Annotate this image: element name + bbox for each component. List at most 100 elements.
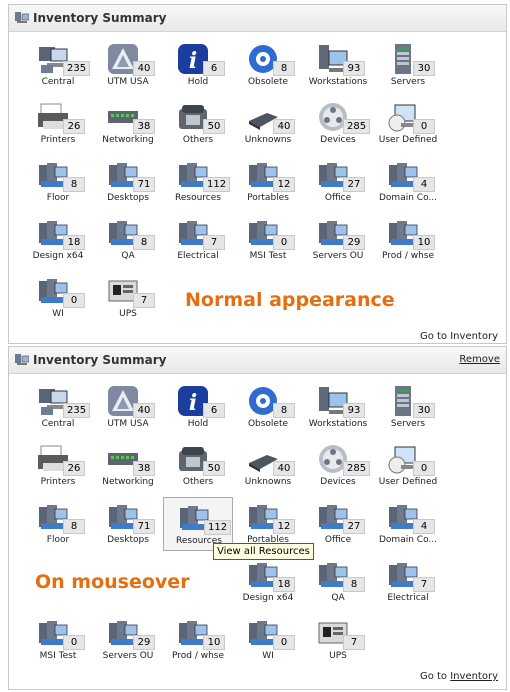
tile-count-badge: 0 <box>273 235 295 250</box>
panel-header: Inventory Summary <box>9 5 506 32</box>
panel-title: Inventory Summary <box>33 353 167 367</box>
server-monitor-icon <box>39 47 68 73</box>
tile-label: Office <box>324 193 352 203</box>
inventory-icon <box>15 12 29 23</box>
tile-label: Central <box>41 419 75 429</box>
tile-count-badge: 112 <box>204 520 232 535</box>
tile-label: MSI Test <box>249 251 287 261</box>
goto-inventory-link[interactable]: Inventory <box>450 671 498 682</box>
tile-count-badge: 71 <box>133 519 155 534</box>
tile-label: Servers OU <box>312 251 364 261</box>
remove-link[interactable]: Remove <box>459 354 500 365</box>
tile-label: Electrical <box>177 251 219 261</box>
tile-label: Central <box>41 77 75 87</box>
tile-count-badge: 285 <box>343 461 371 476</box>
tile-label: Design x64 <box>32 251 84 261</box>
group-computers-icon <box>109 621 138 645</box>
tile-count-badge: 40 <box>273 461 295 476</box>
ups-icon <box>108 280 138 302</box>
group-computers-icon <box>39 279 68 303</box>
group-computers-icon <box>249 621 278 645</box>
group-computers-icon <box>179 221 208 245</box>
tile-count-badge: 50 <box>203 461 225 476</box>
info-icon: i <box>178 386 208 416</box>
tile-count-badge: 0 <box>63 293 85 308</box>
goto-prefix: Go to <box>419 331 451 342</box>
tile-count-badge: 38 <box>133 119 155 134</box>
gear-globe-icon <box>249 387 277 415</box>
tile-label: Portables <box>247 193 289 203</box>
tile-count-badge: 6 <box>203 61 225 76</box>
tile-label: Electrical <box>387 593 429 603</box>
group-computers-icon <box>39 221 68 245</box>
tile-label: Hold <box>187 419 209 429</box>
tile-count-badge: 0 <box>273 635 295 650</box>
tile-label: Floor <box>46 193 70 203</box>
tile-label: User Defined <box>378 135 438 145</box>
tile-label: Others <box>182 135 214 145</box>
svg-text:i: i <box>189 390 197 416</box>
group-computers-icon <box>319 563 348 587</box>
tile-label: Resources <box>175 193 221 203</box>
tile-count-badge: 8 <box>63 519 85 534</box>
group-computers-icon <box>319 221 348 245</box>
goto-inventory-link[interactable]: Inventory <box>450 331 498 342</box>
tile-count-badge: 29 <box>133 635 155 650</box>
tile-count-badge: 40 <box>133 403 155 418</box>
tile-label: Printers <box>40 477 76 487</box>
tile-label: Others <box>182 477 214 487</box>
